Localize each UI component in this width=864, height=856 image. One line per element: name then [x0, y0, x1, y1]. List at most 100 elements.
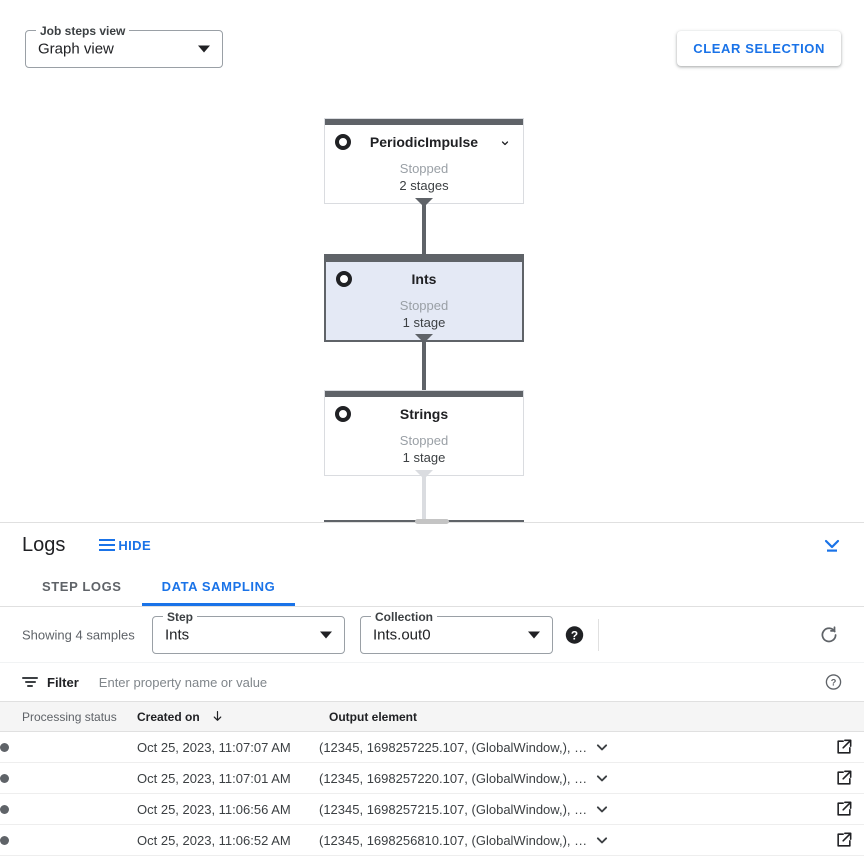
filter-funnel-icon [22, 676, 38, 688]
arrow-down-icon [213, 710, 222, 721]
job-steps-view-select[interactable]: Job steps view Graph view [25, 23, 223, 68]
job-steps-view-value: Graph view [38, 40, 114, 58]
filter-label: Filter [47, 674, 79, 690]
row-actions [591, 762, 864, 794]
step-select-label: Step [163, 609, 198, 625]
logs-panel: Logs HIDE STEP LOGS DATA SAMPLING Showin… [0, 519, 864, 856]
collection-select-value: Ints.out0 [373, 626, 431, 644]
row-created: Oct 25, 2023, 11:07:01 AM [137, 762, 319, 794]
node-header: Strings [325, 397, 523, 433]
open-in-new-icon[interactable] [834, 830, 854, 850]
node-header: PeriodicImpulse [325, 125, 523, 161]
row-status [0, 762, 137, 794]
status-dot [0, 742, 9, 752]
chevron-down-icon[interactable] [592, 799, 612, 819]
graph-edge [422, 200, 426, 256]
hide-logs-button[interactable]: HIDE [93, 537, 157, 554]
row-created: Oct 25, 2023, 11:06:52 AM [137, 824, 319, 856]
clear-selection-button[interactable]: CLEAR SELECTION [677, 31, 841, 66]
samples-table: Processing status Created on Output elem… [0, 702, 864, 856]
chevron-down-icon[interactable] [592, 737, 612, 757]
collection-select[interactable]: Collection Ints.out0 [360, 609, 553, 654]
job-graph-canvas[interactable]: Job steps view Graph view CLEAR SELECTIO… [0, 0, 864, 522]
hamburger-icon [99, 539, 116, 551]
node-top-bar [326, 256, 522, 262]
refresh-icon[interactable] [818, 624, 840, 646]
panel-resize-handle[interactable] [415, 519, 449, 524]
stop-circle-icon [336, 271, 352, 287]
column-processing-status[interactable]: Processing status [0, 702, 137, 732]
samples-table-body: Oct 25, 2023, 11:07:07 AM (12345, 169825… [0, 731, 864, 856]
help-icon[interactable]: ? [565, 625, 584, 644]
filter-input[interactable] [96, 673, 661, 691]
logs-title: Logs [22, 533, 66, 556]
row-actions [591, 793, 864, 825]
row-output: (12345, 1698257225.107, (GlobalWindow,),… [319, 731, 592, 763]
collapse-panel-icon[interactable] [820, 533, 844, 557]
node-top-bar [325, 391, 523, 397]
graph-edge [422, 472, 426, 522]
stop-circle-icon [335, 406, 351, 422]
row-output: (12345, 1698257220.107, (GlobalWindow,),… [319, 762, 592, 794]
filter-bar: Filter ? [0, 663, 864, 702]
tab-step-logs[interactable]: STEP LOGS [42, 579, 122, 594]
table-row[interactable]: Oct 25, 2023, 11:06:56 AM (12345, 169825… [0, 793, 864, 825]
row-actions [591, 824, 864, 856]
row-actions [591, 731, 864, 763]
collection-select-label: Collection [371, 609, 438, 625]
table-header-row: Processing status Created on Output elem… [0, 702, 864, 732]
status-dot [0, 835, 9, 845]
job-steps-view-label: Job steps view [36, 23, 130, 39]
row-status [0, 824, 137, 856]
node-top-bar [325, 119, 523, 125]
logs-tabs: STEP LOGS DATA SAMPLING [0, 567, 864, 607]
node-header: Ints [326, 262, 522, 298]
tab-data-sampling[interactable]: DATA SAMPLING [141, 567, 296, 606]
node-status: Stopped [399, 433, 449, 448]
node-status: Stopped [399, 298, 449, 313]
hide-logs-label: HIDE [118, 537, 152, 553]
stop-circle-icon [335, 134, 351, 150]
table-row[interactable]: Oct 25, 2023, 11:07:07 AM (12345, 169825… [0, 731, 864, 763]
open-in-new-icon[interactable] [834, 799, 854, 819]
node-stages: 1 stage [402, 315, 446, 330]
open-in-new-icon[interactable] [834, 737, 854, 757]
node-stages: 1 stage [402, 450, 446, 465]
table-row[interactable]: Oct 25, 2023, 11:07:01 AM (12345, 169825… [0, 762, 864, 794]
samples-table-header: Processing status Created on Output elem… [0, 702, 864, 732]
logs-header: Logs HIDE [0, 523, 864, 567]
showing-samples-text: Showing 4 samples [22, 627, 135, 642]
chevron-down-icon [320, 631, 332, 639]
sampling-controls: Showing 4 samples Step Ints Collection I… [0, 607, 864, 663]
chevron-down-icon[interactable] [592, 830, 612, 850]
svg-text:?: ? [571, 628, 578, 642]
column-created-on[interactable]: Created on [137, 702, 319, 732]
column-output-element[interactable]: Output element [319, 702, 864, 732]
column-created-on-label: Created on [137, 709, 200, 724]
graph-edge [422, 336, 426, 392]
chevron-down-icon[interactable] [592, 768, 612, 788]
status-dot [0, 773, 9, 783]
graph-node-ints[interactable]: Ints Stopped 1 stage [324, 254, 524, 342]
chevron-down-icon [528, 631, 540, 639]
node-title: Strings [399, 406, 449, 422]
node-title: Ints [411, 271, 437, 287]
open-in-new-icon[interactable] [834, 768, 854, 788]
graph-node-periodicimpulse[interactable]: PeriodicImpulse Stopped 2 stages [324, 118, 524, 204]
help-outline-icon[interactable]: ? [825, 674, 842, 691]
step-select[interactable]: Step Ints [152, 609, 345, 654]
row-status [0, 793, 137, 825]
status-dot [0, 804, 9, 814]
step-select-value: Ints [165, 626, 190, 644]
graph-node-strings[interactable]: Strings Stopped 1 stage [324, 390, 524, 476]
svg-text:?: ? [831, 678, 837, 688]
row-output: (12345, 1698257215.107, (GlobalWindow,),… [319, 793, 592, 825]
chevron-down-icon [198, 45, 210, 53]
row-status [0, 731, 137, 763]
chevron-down-icon[interactable] [499, 137, 511, 149]
table-row[interactable]: Oct 25, 2023, 11:06:52 AM (12345, 169825… [0, 824, 864, 856]
controls-divider [598, 619, 599, 651]
row-created: Oct 25, 2023, 11:06:56 AM [137, 793, 319, 825]
node-stages: 2 stages [399, 178, 449, 193]
